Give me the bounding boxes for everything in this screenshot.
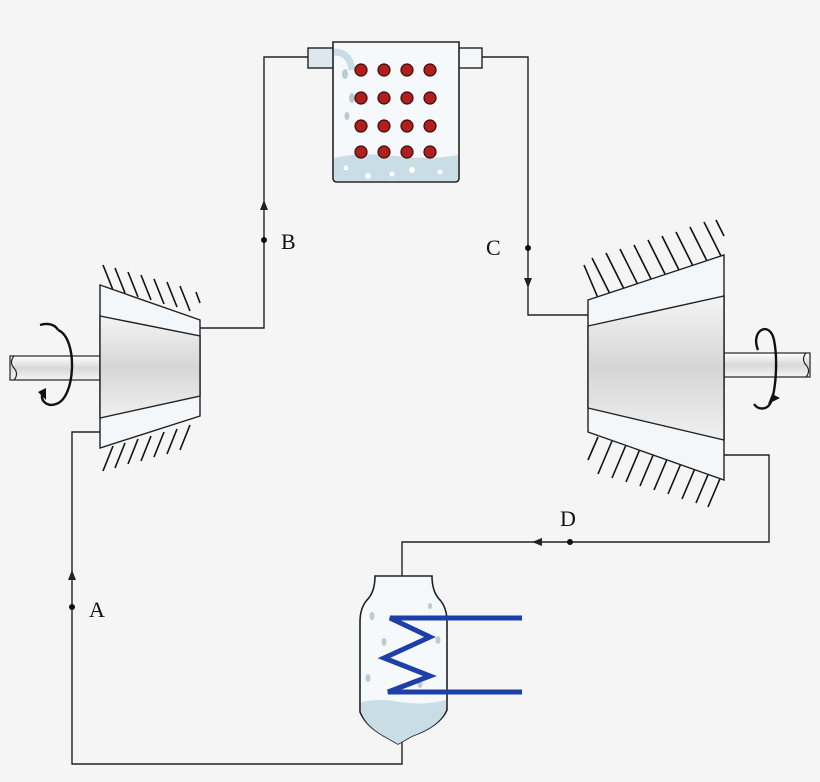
state-label-d: D [560, 506, 576, 531]
compressor-housing-hatch-top [102, 264, 201, 312]
flow-arrow-a [68, 570, 76, 580]
flow-arrow-b [260, 200, 268, 210]
condensate-water [361, 700, 446, 744]
state-point-b [261, 237, 267, 243]
state-label-c: C [486, 235, 501, 260]
state-label-b: B [281, 229, 296, 254]
boiler-inflow-stream [333, 48, 356, 71]
pipe-a-to-compressor [71, 431, 403, 765]
turbine-shaft [723, 352, 811, 378]
cooling-coil-icon [377, 615, 522, 695]
boiler-water [334, 154, 458, 181]
compressor-shaft [9, 355, 103, 381]
flow-arrow-d [532, 538, 542, 546]
state-point-c [525, 245, 531, 251]
pipe-compressor-to-boiler [200, 56, 310, 329]
pipe-boiler-to-turbine [480, 56, 588, 316]
boiler-outlet-pipe [455, 47, 483, 69]
compressor-rotor [99, 315, 201, 419]
boiler-bubbles [343, 165, 443, 179]
state-point-a [69, 604, 75, 610]
heating-elements [354, 63, 437, 159]
condenser-droplets [365, 603, 441, 688]
turbine-housing-hatch-bottom [587, 436, 723, 508]
rotation-arrow-icon [753, 328, 780, 410]
compressor [9, 264, 201, 472]
compressor-housing-hatch-bottom [102, 424, 191, 472]
state-label-a: A [89, 597, 105, 622]
rotation-arrow-icon [38, 322, 74, 407]
boiler [307, 41, 483, 183]
turbine-rotor [587, 295, 725, 441]
state-point-d [567, 539, 573, 545]
condenser [359, 575, 522, 745]
flow-arrow-c [524, 278, 532, 288]
turbine-housing-hatch-top [583, 219, 725, 299]
pipe-turbine-to-condenser [401, 454, 770, 576]
turbine [583, 219, 811, 508]
boiler-inlet-pipe [307, 47, 335, 69]
